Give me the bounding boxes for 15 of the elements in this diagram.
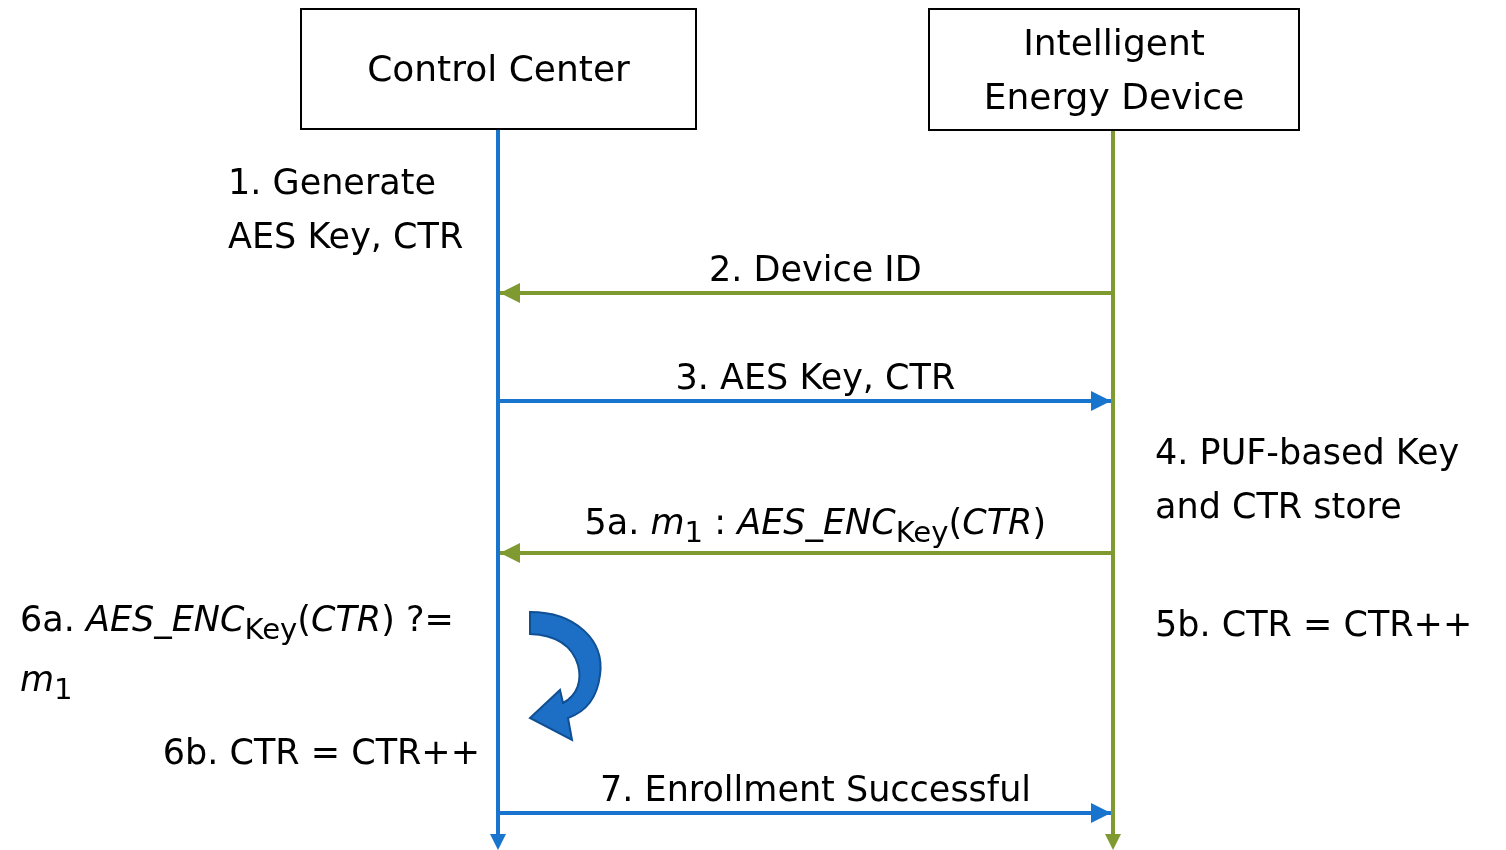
participant-box	[300, 8, 697, 130]
step-note: 6b. CTR = CTR++	[161, 731, 480, 774]
message-arrow	[500, 803, 1111, 823]
message-arrow	[500, 391, 1111, 411]
participant-name: Intelligent Energy Device	[982, 20, 1246, 119]
lifeline-arrow	[1105, 131, 1121, 850]
step-note: 6a. AES_ENC$_{Key}$(CTR) ?= m$_{1}$	[20, 598, 455, 709]
step-note: 5b. CTR = CTR++	[1155, 603, 1474, 646]
message-arrow	[500, 283, 1111, 303]
participant-name: Control Center	[367, 47, 630, 91]
step-note: 4. PUF-based Key and CTR store	[1155, 431, 1461, 529]
step-note: 1. Generate AES Key, CTR	[228, 161, 465, 259]
lifeline-arrow	[490, 130, 506, 850]
participant-box	[928, 8, 1300, 131]
message-arrow	[500, 543, 1111, 563]
